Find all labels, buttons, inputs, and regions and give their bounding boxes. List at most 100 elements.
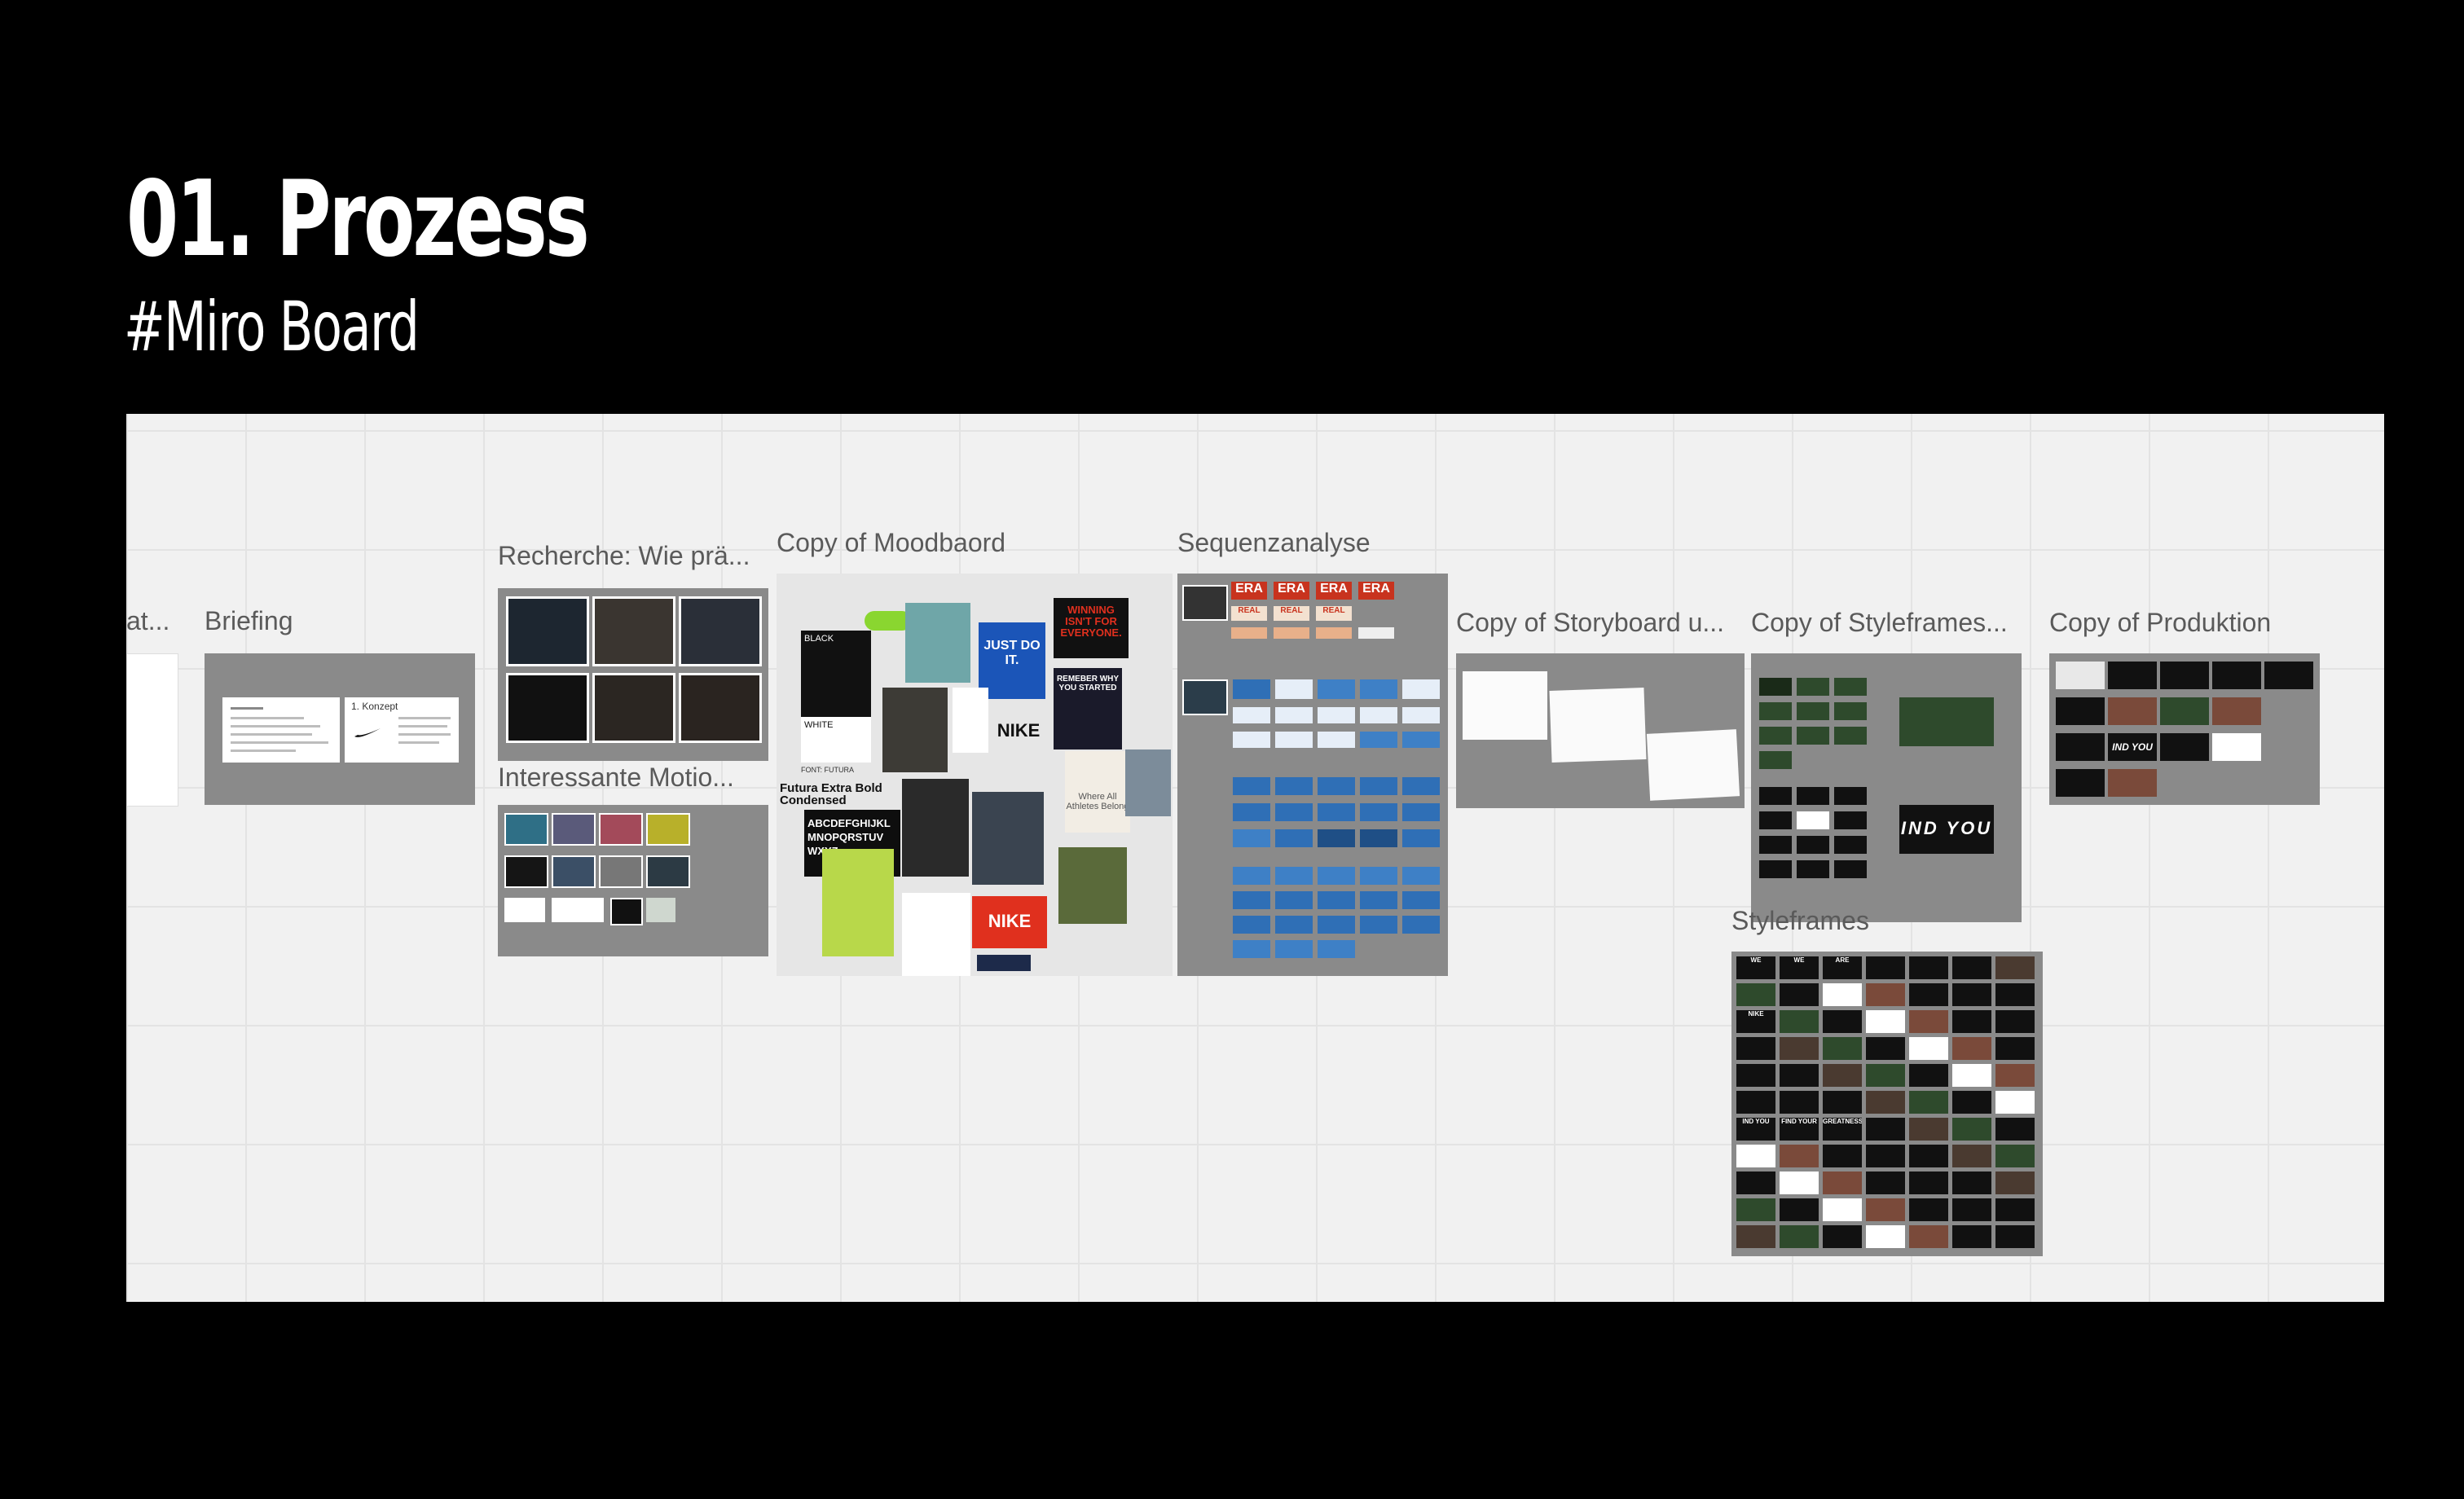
styleframe-thumbnail[interactable] xyxy=(1780,1064,1819,1087)
frame-label-recherche[interactable]: Recherche: Wie prä... xyxy=(498,541,750,570)
styleframe-thumbnail[interactable] xyxy=(1995,1064,2035,1087)
frame-briefing[interactable]: 1. Konzept xyxy=(205,653,475,805)
frame-moodboard[interactable]: BLACK WHITE FONT: FUTURA Futura Extra Bo… xyxy=(777,574,1173,976)
styleframe-thumbnail[interactable] xyxy=(1780,1225,1819,1248)
styleframe-thumbnail[interactable] xyxy=(1823,1010,1862,1033)
styleframe-thumbnail[interactable] xyxy=(1909,1091,1948,1114)
styleframe-thumbnail[interactable] xyxy=(1780,1091,1819,1114)
frame-label-styleframes[interactable]: Styleframes xyxy=(1731,906,1869,935)
styleframe-thumbnail[interactable] xyxy=(1823,1198,1862,1221)
styleframe-thumbnail[interactable] xyxy=(1952,1064,1991,1087)
styleframe-thumbnail[interactable] xyxy=(1823,1037,1862,1060)
frame-partial[interactable] xyxy=(126,653,178,807)
styleframe-thumbnail[interactable] xyxy=(1866,1037,1905,1060)
styleframe-thumbnail[interactable] xyxy=(1736,1037,1775,1060)
styleframe-thumbnail[interactable] xyxy=(1909,1037,1948,1060)
styleframe-thumbnail[interactable] xyxy=(1823,1145,1862,1167)
styleframe-thumbnail[interactable] xyxy=(1780,1010,1819,1033)
styleframe-thumbnail[interactable] xyxy=(1736,1172,1775,1194)
styleframe-thumbnail[interactable] xyxy=(1909,1198,1948,1221)
styleframe-thumbnail[interactable] xyxy=(1866,983,1905,1006)
styleframe-thumbnail[interactable] xyxy=(1909,1172,1948,1194)
styleframe-thumbnail[interactable] xyxy=(1736,983,1775,1006)
styleframe-thumbnail[interactable] xyxy=(1952,1225,1991,1248)
styleframe-thumbnail[interactable] xyxy=(1909,1064,1948,1087)
styleframe-thumbnail[interactable] xyxy=(1866,1172,1905,1194)
styleframe-thumbnail[interactable] xyxy=(1909,983,1948,1006)
styleframe-thumbnail[interactable] xyxy=(1780,983,1819,1006)
frame-label-motion[interactable]: Interessante Motio... xyxy=(498,763,734,792)
miro-board-canvas[interactable]: at... Briefing 1. Konzept Recherche: Wie… xyxy=(126,414,2384,1302)
styleframe-thumbnail[interactable] xyxy=(1952,1118,1991,1141)
styleframe-thumbnail[interactable] xyxy=(1780,1172,1819,1194)
frame-recherche[interactable] xyxy=(498,588,768,761)
styleframe-thumbnail[interactable] xyxy=(1952,1198,1991,1221)
video-thumbnail[interactable] xyxy=(592,673,675,743)
frame-label-produktion[interactable]: Copy of Produktion xyxy=(2049,608,2272,637)
styleframe-thumbnail[interactable] xyxy=(1823,1091,1862,1114)
styleframe-thumbnail[interactable] xyxy=(1952,1091,1991,1114)
video-thumbnail[interactable] xyxy=(506,596,589,666)
styleframe-thumbnail[interactable]: GREATNESS. xyxy=(1823,1118,1862,1141)
styleframe-thumbnail[interactable] xyxy=(1866,1225,1905,1248)
styleframe-thumbnail[interactable] xyxy=(1995,1118,2035,1141)
styleframe-thumbnail[interactable] xyxy=(1995,1037,2035,1060)
styleframe-thumbnail[interactable] xyxy=(1952,956,1991,979)
frame-label-partial[interactable]: at... xyxy=(126,606,170,635)
frame-motion[interactable] xyxy=(498,805,768,956)
frame-sequenz[interactable]: ERA ERA ERA ERA REAL REAL REAL xyxy=(1177,574,1448,976)
styleframe-thumbnail[interactable] xyxy=(1995,956,2035,979)
styleframe-thumbnail[interactable] xyxy=(1995,1091,2035,1114)
styleframe-thumbnail[interactable] xyxy=(1995,1198,2035,1221)
styleframe-thumbnail[interactable] xyxy=(1736,1145,1775,1167)
styleframe-thumbnail[interactable] xyxy=(1866,1118,1905,1141)
styleframe-thumbnail[interactable]: ARE xyxy=(1823,956,1862,979)
styleframe-thumbnail[interactable] xyxy=(1866,1064,1905,1087)
styleframe-thumbnail[interactable] xyxy=(1909,1225,1948,1248)
styleframe-thumbnail[interactable]: WE xyxy=(1780,956,1819,979)
styleframe-thumbnail[interactable] xyxy=(1823,1172,1862,1194)
styleframe-thumbnail[interactable] xyxy=(1823,983,1862,1006)
styleframe-thumbnail[interactable]: NIKE xyxy=(1736,1010,1775,1033)
styleframe-thumbnail[interactable]: IND YOU xyxy=(1736,1118,1775,1141)
styleframe-thumbnail[interactable] xyxy=(1909,956,1948,979)
styleframe-thumbnail[interactable] xyxy=(1780,1145,1819,1167)
frame-label-sequenz[interactable]: Sequenzanalyse xyxy=(1177,528,1371,557)
video-thumbnail[interactable] xyxy=(679,673,762,743)
styleframe-thumbnail[interactable]: FIND YOUR xyxy=(1780,1118,1819,1141)
styleframe-thumbnail[interactable] xyxy=(1995,1010,2035,1033)
styleframe-thumbnail[interactable] xyxy=(1952,1145,1991,1167)
styleframe-thumbnail[interactable] xyxy=(1995,1225,2035,1248)
frame-label-storyboard[interactable]: Copy of Storyboard u... xyxy=(1456,608,1725,637)
frame-produktion[interactable]: IND YOU xyxy=(2049,653,2320,805)
styleframe-thumbnail[interactable] xyxy=(1909,1118,1948,1141)
video-thumbnail[interactable] xyxy=(506,673,589,743)
frame-label-briefing[interactable]: Briefing xyxy=(205,606,293,635)
frame-storyboard[interactable] xyxy=(1456,653,1745,808)
styleframe-thumbnail[interactable] xyxy=(1866,1091,1905,1114)
styleframe-thumbnail[interactable] xyxy=(1952,1172,1991,1194)
frame-styleframes-copy[interactable]: IND YOU xyxy=(1751,653,2022,922)
video-thumbnail[interactable] xyxy=(679,596,762,666)
styleframe-thumbnail[interactable] xyxy=(1995,1172,2035,1194)
frame-label-styleframes-copy[interactable]: Copy of Styleframes... xyxy=(1751,608,2008,637)
styleframe-thumbnail[interactable] xyxy=(1866,1198,1905,1221)
styleframe-thumbnail[interactable] xyxy=(1866,956,1905,979)
styleframe-thumbnail[interactable] xyxy=(1780,1037,1819,1060)
styleframe-thumbnail[interactable] xyxy=(1823,1225,1862,1248)
styleframe-thumbnail[interactable] xyxy=(1866,1145,1905,1167)
frame-label-moodboard[interactable]: Copy of Moodbaord xyxy=(777,528,1006,557)
styleframe-thumbnail[interactable] xyxy=(1866,1010,1905,1033)
video-thumbnail[interactable] xyxy=(592,596,675,666)
styleframe-thumbnail[interactable] xyxy=(1909,1145,1948,1167)
styleframe-thumbnail[interactable] xyxy=(1952,1037,1991,1060)
styleframe-thumbnail[interactable]: WE xyxy=(1736,956,1775,979)
styleframe-thumbnail[interactable] xyxy=(1995,983,2035,1006)
styleframe-thumbnail[interactable] xyxy=(1736,1064,1775,1087)
styleframe-thumbnail[interactable] xyxy=(1995,1145,2035,1167)
styleframe-thumbnail[interactable] xyxy=(1952,1010,1991,1033)
styleframe-thumbnail[interactable] xyxy=(1952,983,1991,1006)
styleframe-thumbnail[interactable] xyxy=(1909,1010,1948,1033)
styleframe-thumbnail[interactable] xyxy=(1736,1198,1775,1221)
